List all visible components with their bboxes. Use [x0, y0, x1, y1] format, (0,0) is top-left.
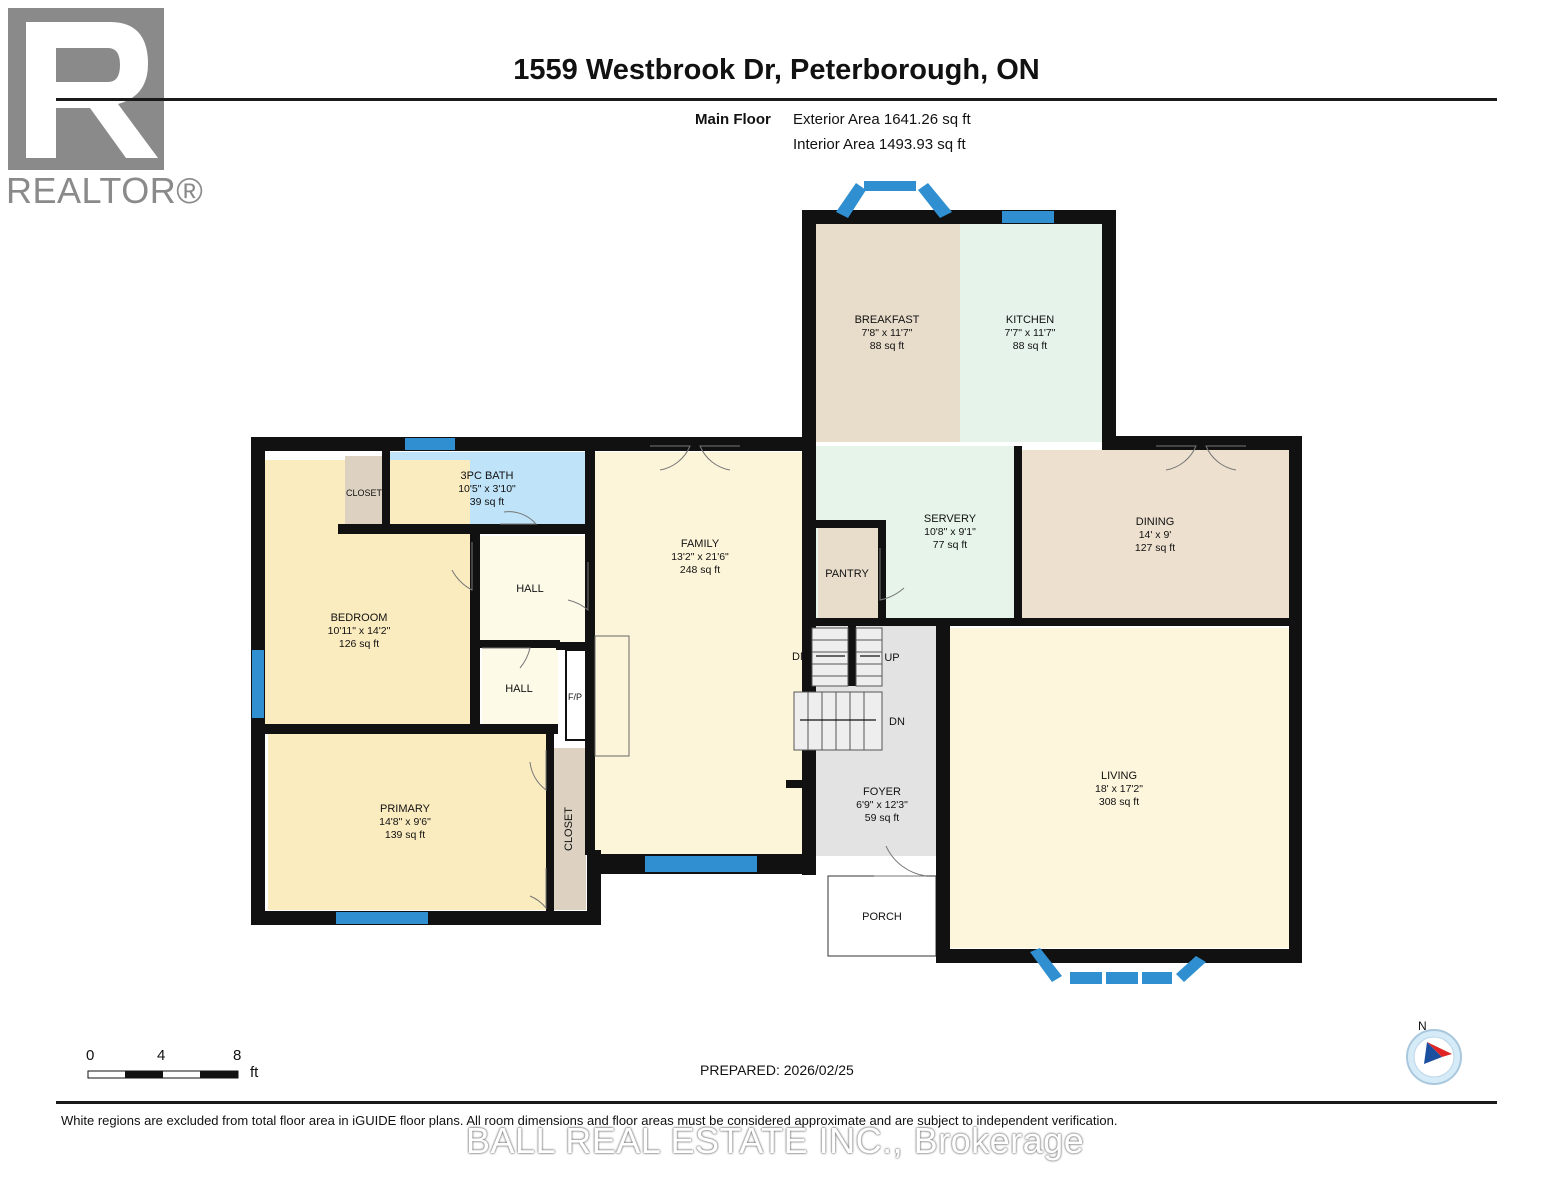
stairs-up-label: UP [884, 652, 899, 664]
fp-label: F/P [568, 692, 582, 702]
bedroom-dims: 10'11" x 14'2" [328, 625, 391, 637]
primary-closet [548, 748, 586, 910]
stairs-dn-2-label: DN [889, 716, 905, 728]
porch [827, 875, 937, 957]
primary-closet-label: CLOSET [563, 807, 575, 851]
pantry-room [818, 528, 878, 618]
hall-lower-label: HALL [505, 683, 533, 695]
brokerage-watermark: BALL REAL ESTATE INC., Brokerage [466, 1120, 1085, 1161]
staircase [793, 627, 883, 751]
bath-area: 39 sq ft [470, 496, 505, 508]
small-closet-label: CLOSET [346, 488, 383, 498]
realtor-logo [8, 8, 164, 170]
interior-area: Interior Area 1493.93 sq ft [793, 136, 966, 153]
primary-area: 139 sq ft [385, 829, 425, 841]
scale-bar [87, 1070, 239, 1079]
family-room [595, 452, 808, 854]
exterior-area: Exterior Area 1641.26 sq ft [793, 111, 971, 128]
dining-dims: 14' x 9' [1139, 529, 1172, 541]
living-room [950, 628, 1290, 948]
porch-label: PORCH [862, 911, 902, 923]
scale-tick-4: 4 [157, 1047, 166, 1064]
compass-n: N [1418, 1019, 1427, 1033]
lower-hall [482, 646, 558, 734]
stair-arrows [800, 655, 880, 721]
dining-area: 127 sq ft [1135, 542, 1175, 554]
bedroom-area: 126 sq ft [339, 638, 379, 650]
primary-dims: 14'8" x 9'6" [379, 816, 431, 828]
footer-divider [56, 1101, 1497, 1104]
fp-box [565, 649, 587, 741]
bath-dims: 10'5" x 3'10" [458, 483, 516, 495]
family-dims: 13'2" x 21'6" [671, 551, 729, 563]
primary-room [268, 734, 546, 910]
dining-room [1022, 450, 1290, 618]
family-area: 248 sq ft [680, 564, 720, 576]
kitchen-room [960, 222, 1103, 442]
scale-tick-0: 0 [86, 1047, 95, 1064]
servery-dims: 10'8" x 9'1" [924, 526, 976, 538]
kitchen-dims: 7'7" x 11'7" [1005, 327, 1056, 339]
door-swings [451, 445, 1246, 910]
disclaimer-text: White regions are excluded from total fl… [61, 1113, 1118, 1128]
scale-unit: ft [250, 1064, 259, 1081]
bath-name: 3PC BATH [461, 470, 514, 482]
stairs-dn-1-label: DN [792, 651, 808, 663]
foyer-dims: 6'9" x 12'3" [856, 799, 908, 811]
page-title: 1559 Westbrook Dr, Peterborough, ON [513, 54, 1040, 86]
kitchen-name: KITCHEN [1006, 314, 1054, 326]
foyer-name: FOYER [863, 786, 901, 798]
breakfast-area: 88 sq ft [870, 340, 905, 352]
breakfast-name: BREAKFAST [855, 314, 920, 326]
family-name: FAMILY [681, 538, 720, 550]
living-name: LIVING [1101, 770, 1137, 782]
kitchen-area: 88 sq ft [1013, 340, 1048, 352]
compass-icon: N [1406, 1019, 1462, 1085]
foyer-area: 59 sq ft [865, 812, 900, 824]
windows [252, 181, 1206, 984]
pantry-label: PANTRY [825, 568, 869, 580]
breakfast-room [816, 222, 960, 442]
realtor-r-icon [26, 22, 158, 158]
realtor-logo-text: REALTOR® [6, 170, 204, 211]
floor-label: Main Floor [695, 111, 771, 128]
hall-upper-label: HALL [516, 583, 544, 595]
walls [251, 210, 1302, 963]
fireplace [594, 635, 630, 757]
living-dims: 18' x 17'2" [1095, 783, 1143, 795]
living-area: 308 sq ft [1099, 796, 1139, 808]
small-closet [345, 456, 382, 528]
servery-area: 77 sq ft [933, 539, 968, 551]
upper-hall [478, 536, 586, 642]
bedroom-name: BEDROOM [331, 612, 388, 624]
breakfast-dims: 7'8" x 11'7" [862, 327, 913, 339]
servery-name: SERVERY [924, 513, 977, 525]
room-labels: BREAKFAST 7'8" x 11'7" 88 sq ft KITCHEN … [328, 314, 1176, 923]
prepared-date: PREPARED: 2026/02/25 [700, 1062, 854, 1078]
primary-name: PRIMARY [380, 803, 431, 815]
dining-name: DINING [1136, 516, 1175, 528]
scale-tick-8: 8 [233, 1047, 242, 1064]
header-divider [56, 98, 1497, 101]
